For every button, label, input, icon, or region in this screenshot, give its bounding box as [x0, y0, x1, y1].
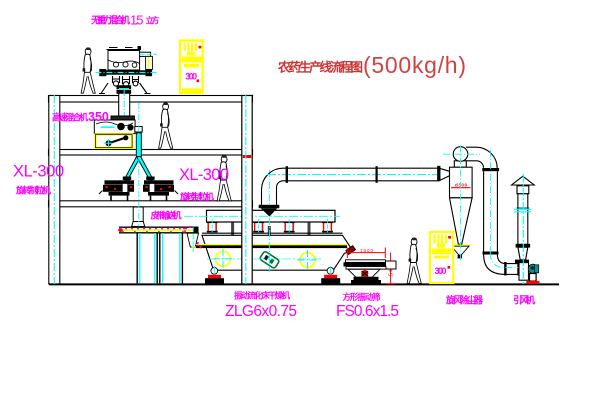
svg-text:旋转制粒机: 旋转制粒机 [179, 191, 214, 202]
svg-text:立方: 立方 [146, 16, 160, 26]
svg-text:300: 300 [185, 72, 197, 82]
svg-text:方形振动筛: 方形振动筛 [343, 292, 381, 302]
svg-text:高速混合机: 高速混合机 [52, 112, 88, 123]
svg-text:FS0.6x1.5: FS0.6x1.5 [336, 303, 399, 320]
svg-text:旋风除尘器: 旋风除尘器 [445, 295, 483, 307]
svg-text:ZLG6x0.75: ZLG6x0.75 [225, 303, 297, 320]
svg-text:XL-300: XL-300 [179, 166, 229, 184]
svg-text:振动流化床干燥机: 振动流化床干燥机 [234, 291, 290, 301]
svg-text:农药生产线流程图: 农药生产线流程图 [277, 60, 363, 75]
svg-text:XL-300: XL-300 [13, 163, 64, 181]
svg-text:540: 540 [389, 266, 395, 276]
svg-text:350: 350 [88, 110, 109, 124]
svg-text:1.5: 1.5 [130, 13, 144, 28]
svg-text:皮带输送机: 皮带输送机 [150, 210, 182, 221]
svg-text:300: 300 [435, 266, 447, 276]
svg-text:引风机: 引风机 [513, 295, 535, 307]
svg-text:1500: 1500 [360, 248, 373, 253]
svg-text:d300: d300 [455, 183, 467, 188]
svg-text:旋转制粒机: 旋转制粒机 [15, 185, 51, 196]
svg-text:(500kg/h): (500kg/h) [363, 52, 466, 78]
svg-text:无重力混合机: 无重力混合机 [90, 15, 130, 27]
